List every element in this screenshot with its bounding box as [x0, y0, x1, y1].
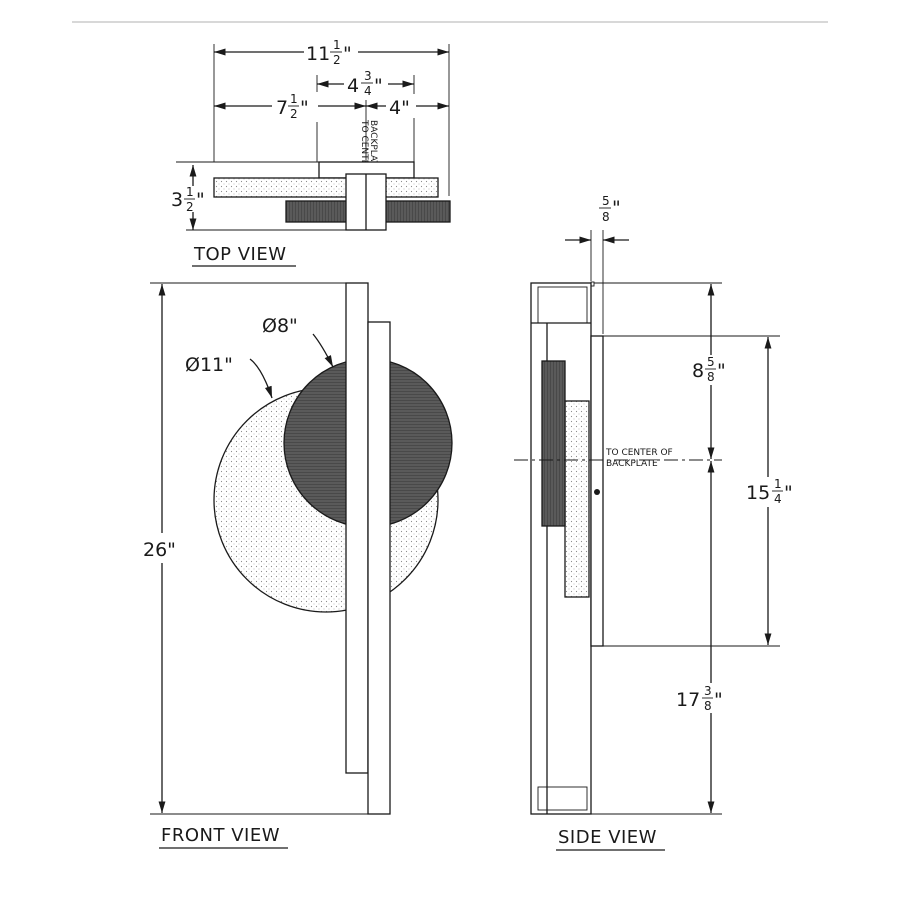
left-offset-num: 1: [290, 92, 298, 106]
lower-to-bottom-num: 3: [704, 684, 712, 698]
lower-to-bottom-whole: 17: [676, 689, 700, 711]
lower-to-bottom-unit: ": [714, 689, 723, 711]
left-offset-unit: ": [300, 97, 309, 119]
right-offset-label: 4": [389, 97, 410, 119]
upper-to-center-den: 8: [707, 370, 715, 384]
left-offset-dimension: 7 1 2 ": [276, 92, 309, 121]
top-large-disc: [213, 177, 439, 198]
top-center-note-line2: BACKPLATE: [368, 120, 378, 172]
upper-to-center-dimension: 8 5 8 ": [692, 355, 726, 384]
front-view-title: FRONT VIEW: [161, 825, 280, 846]
backplate-height-num: 1: [774, 477, 782, 491]
backplate-height-den: 4: [774, 492, 782, 506]
plate-thickness-num: 5: [602, 194, 610, 208]
side-center-note-line2: BACKPLATE: [606, 459, 658, 469]
overall-width-den: 2: [333, 53, 341, 67]
top-center-note-line1: TO CENTER OF: [359, 119, 369, 187]
side-view: TO CENTER OF BACKPLATE 5 8 " 8 5 8 ": [514, 194, 796, 851]
side-view-title: SIDE VIEW: [558, 827, 657, 848]
top-view-title: TOP VIEW: [193, 244, 287, 265]
front-view: 26" Ø8" Ø11" FRONT VIEW: [140, 282, 453, 849]
overall-width-whole: 11: [306, 43, 330, 65]
center-span-dimension: 4 3 4 ": [347, 69, 383, 98]
side-mount-screw: [594, 489, 600, 495]
small-disc-diameter: Ø8": [262, 315, 298, 337]
depth-unit: ": [196, 189, 205, 211]
plate-thickness-dimension: 5 8 ": [599, 194, 621, 224]
overall-width-unit: ": [343, 43, 352, 65]
left-offset-whole: 7: [276, 97, 288, 119]
upper-to-center-whole: 8: [692, 360, 704, 382]
backplate-height-whole: 15: [746, 482, 770, 504]
center-span-whole: 4: [347, 75, 359, 97]
lower-to-bottom-den: 8: [704, 699, 712, 713]
upper-to-center-unit: ": [717, 360, 726, 382]
front-backplate: [367, 321, 391, 815]
center-span-num: 3: [364, 69, 372, 83]
depth-den: 2: [186, 200, 194, 214]
depth-whole: 3: [171, 189, 183, 211]
lower-to-bottom-dimension: 17 3 8 ": [676, 684, 723, 713]
front-height-label: 26": [143, 539, 176, 561]
center-span-den: 4: [364, 84, 372, 98]
top-view: 11 1 2 " 4 3 4 " 7 1 2 " 4" TO C: [168, 36, 451, 267]
side-center-note-line1: TO CENTER OF: [605, 448, 673, 458]
overall-width-dimension: 11 1 2 ": [306, 38, 352, 67]
overall-width-num: 1: [333, 38, 341, 52]
side-small-disc: [541, 360, 566, 527]
upper-to-center-num: 5: [707, 355, 715, 369]
plate-thickness-den: 8: [602, 210, 610, 224]
plate-thickness-unit: ": [612, 197, 621, 219]
left-offset-den: 2: [290, 107, 298, 121]
center-span-unit: ": [374, 75, 383, 97]
depth-dimension: 3 1 2 ": [171, 185, 205, 214]
large-disc-diameter: Ø11": [185, 354, 233, 376]
side-large-disc: [564, 400, 590, 598]
depth-num: 1: [186, 185, 194, 199]
backplate-height-dimension: 15 1 4 ": [746, 477, 793, 506]
backplate-height-unit: ": [784, 482, 793, 504]
front-rear-backplate: [345, 282, 369, 774]
